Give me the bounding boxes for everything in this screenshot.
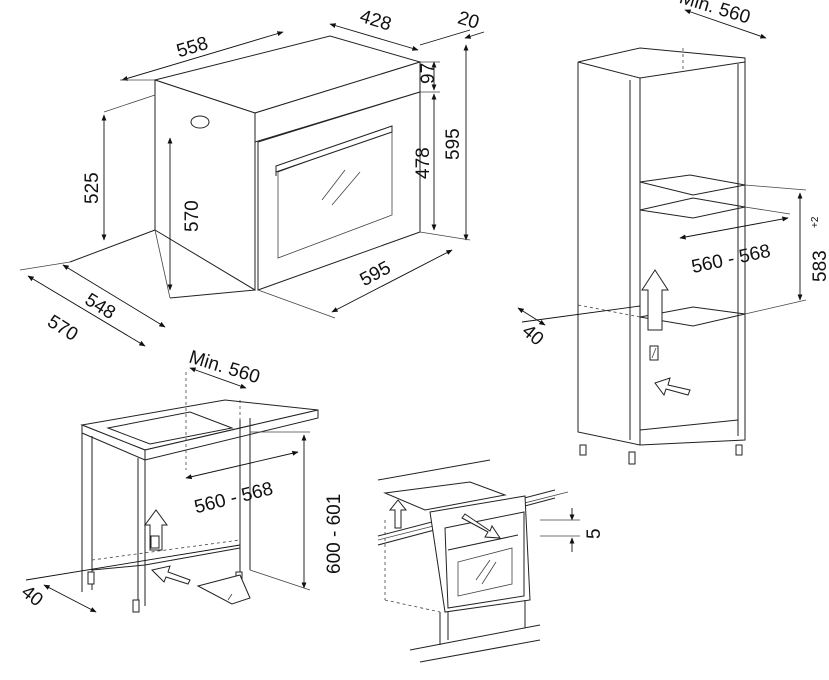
- tall-airflow-up-arrow: [641, 269, 669, 331]
- label-under-niche-height: 600 - 601: [324, 494, 345, 574]
- label-panel-thickness: 20: [455, 8, 481, 34]
- label-base-depth-outer: 570: [43, 311, 81, 346]
- counter-gap-dimension: 5: [540, 508, 605, 552]
- label-under-min-depth: Min. 560: [186, 347, 262, 388]
- tall-airflow-in-arrow: [654, 377, 691, 397]
- label-tall-niche-height-tolerance: +2: [810, 216, 821, 228]
- label-under-gap: 40: [17, 582, 47, 612]
- label-inner-height: 570: [182, 200, 203, 232]
- label-oven-width: 558: [174, 33, 210, 62]
- undercounter-vent-grille: [196, 574, 251, 605]
- undercounter-hob: [383, 481, 507, 511]
- label-oven-depth-top: 428: [357, 6, 393, 35]
- undercounter-oven-front: [444, 511, 525, 609]
- undercounter-airflow-arrows: [388, 499, 408, 529]
- oven-under-hob-drawing: [377, 459, 569, 663]
- undercounter-airflow-in-arrow: [151, 565, 191, 585]
- label-tall-niche-width: 560 - 568: [690, 241, 773, 278]
- oven-drawing: [69, 35, 422, 299]
- label-counter-gap: 5: [584, 528, 605, 539]
- label-oven-height-outer: 595: [443, 128, 464, 160]
- tall-cabinet-dimensions: Min. 560 560 - 568 583 +2 40: [517, 0, 829, 351]
- hob: [106, 411, 234, 445]
- label-side-height: 525: [82, 172, 103, 204]
- label-panel-height: 97: [418, 63, 439, 84]
- oven-rear-knob: [190, 115, 210, 129]
- label-tall-gap: 40: [518, 321, 548, 351]
- label-front-width: 595: [357, 257, 395, 290]
- label-tall-min-depth: Min. 560: [677, 0, 753, 29]
- label-door-height: 478: [413, 147, 434, 179]
- undercounter-dimensions: Min. 560 560 - 568 600 - 601 40: [17, 347, 345, 613]
- label-under-niche-width: 560 - 568: [192, 478, 275, 518]
- undercounter-drawing: [80, 372, 319, 613]
- label-tall-niche-height: 583: [810, 250, 829, 282]
